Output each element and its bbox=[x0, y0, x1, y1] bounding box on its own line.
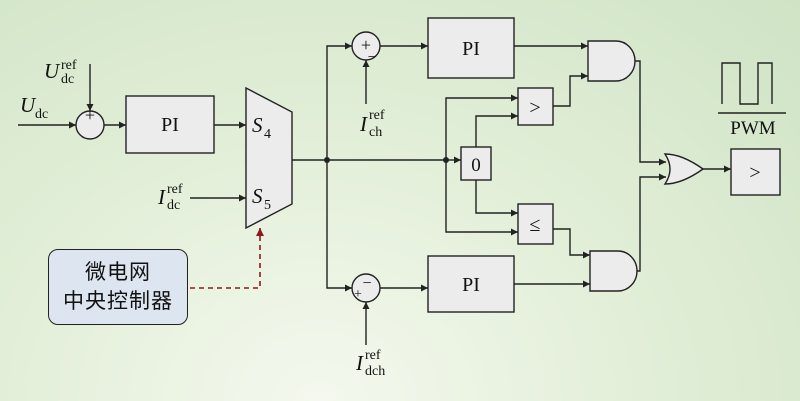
svg-text:5: 5 bbox=[264, 198, 271, 213]
summing-junction-discharge: − + bbox=[351, 273, 381, 303]
svg-text:0: 0 bbox=[471, 155, 481, 176]
svg-text:>: > bbox=[529, 97, 540, 119]
idc-ref-label: I ref dc bbox=[157, 182, 183, 213]
svg-text:dc: dc bbox=[61, 72, 74, 87]
zero-to-le-wire bbox=[475, 180, 518, 217]
bus-to-greater-wire bbox=[445, 94, 518, 160]
zero-constant-block: 0 bbox=[460, 146, 492, 181]
pwm-waveform-icon bbox=[721, 62, 773, 105]
ich-ref-label: I ref ch bbox=[359, 108, 385, 140]
bus-to-le-wire bbox=[445, 160, 518, 236]
comparator-greater: > bbox=[517, 87, 554, 126]
comparator-output: > bbox=[730, 148, 781, 196]
svg-text:dc: dc bbox=[167, 198, 180, 213]
svg-text:+: + bbox=[354, 287, 362, 302]
svg-text:≤: ≤ bbox=[530, 214, 541, 236]
svg-text:−: − bbox=[367, 49, 376, 66]
and-top-to-or-wire bbox=[635, 60, 666, 166]
controller-dashed-link bbox=[190, 228, 264, 289]
bus-to-charge-sum-wire bbox=[326, 42, 352, 160]
controller-line2: 中央控制器 bbox=[63, 289, 173, 313]
svg-text:PI: PI bbox=[161, 114, 179, 136]
pi-block-discharge: PI bbox=[427, 255, 515, 313]
or-gate bbox=[663, 153, 705, 185]
svg-text:ref: ref bbox=[61, 58, 77, 73]
and-gate-bottom bbox=[589, 250, 638, 292]
pi-block-main: PI bbox=[125, 95, 215, 154]
svg-text:I: I bbox=[355, 351, 364, 375]
svg-text:dc: dc bbox=[35, 107, 48, 122]
svg-text:PI: PI bbox=[462, 38, 480, 60]
bus-to-discharge-sum-wire bbox=[326, 160, 352, 292]
svg-text:ref: ref bbox=[167, 182, 183, 197]
svg-text:−: − bbox=[362, 275, 371, 292]
svg-text:+: + bbox=[361, 35, 371, 55]
svg-text:S: S bbox=[252, 184, 263, 208]
comparator-less-equal: ≤ bbox=[517, 203, 554, 245]
svg-text:>: > bbox=[749, 162, 760, 184]
and-bottom-to-or-wire bbox=[637, 173, 666, 272]
svg-text:4: 4 bbox=[264, 127, 271, 142]
zero-to-greater-wire bbox=[475, 112, 518, 147]
udc-ref-label: U ref dc bbox=[44, 58, 77, 87]
switch-s4-label: S 4 bbox=[252, 113, 271, 142]
svg-text:PI: PI bbox=[462, 274, 480, 296]
svg-text:ch: ch bbox=[369, 125, 382, 140]
idch-ref-label: I ref dch bbox=[355, 348, 385, 379]
svg-text:ref: ref bbox=[365, 348, 381, 363]
mode-switch: S 4 S 5 bbox=[245, 86, 293, 230]
switch-s5-label: S 5 bbox=[252, 184, 271, 213]
and-gate-top bbox=[587, 40, 636, 82]
svg-text:I: I bbox=[157, 185, 166, 209]
svg-text:ref: ref bbox=[369, 108, 385, 123]
svg-text:+: + bbox=[85, 105, 95, 125]
controller-line1: 微电网 bbox=[85, 260, 151, 284]
svg-text:U: U bbox=[20, 93, 37, 117]
greater-to-and-wire bbox=[553, 72, 588, 107]
svg-text:I: I bbox=[359, 112, 368, 136]
le-to-and-wire bbox=[553, 228, 590, 259]
summing-junction-dc: + bbox=[75, 105, 105, 140]
svg-text:dch: dch bbox=[365, 364, 385, 379]
svg-text:U: U bbox=[44, 59, 61, 83]
svg-text:S: S bbox=[252, 113, 263, 137]
microgrid-central-controller: 微电网 中央控制器 bbox=[48, 249, 188, 325]
pi-block-charge: PI bbox=[427, 17, 515, 79]
pwm-label: PWM bbox=[730, 118, 776, 139]
udc-label: U dc bbox=[20, 93, 48, 122]
